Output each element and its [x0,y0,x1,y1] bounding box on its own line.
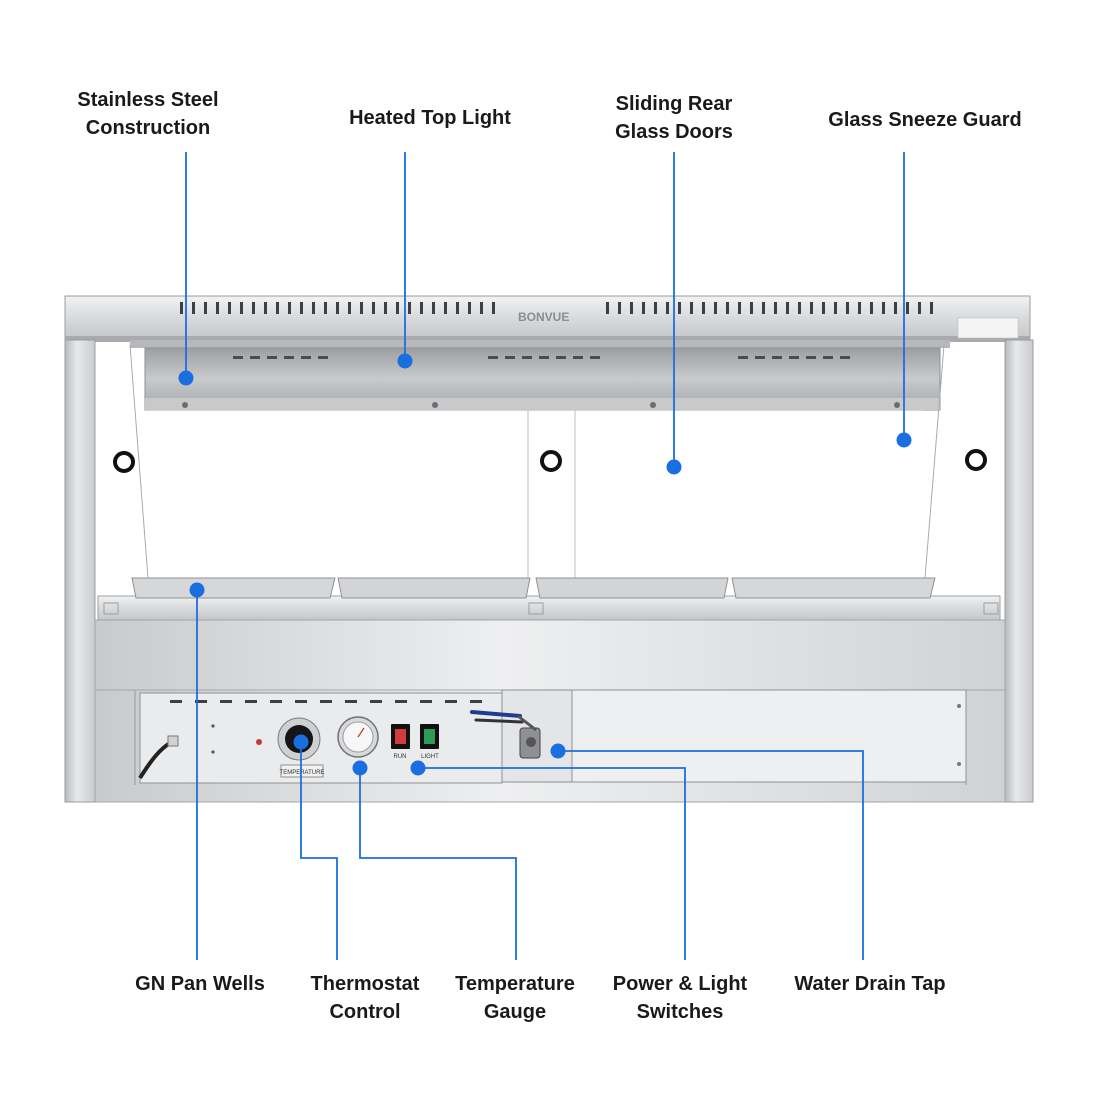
callout-dot-switches [410,760,426,776]
label-gn-pan-wells: GN Pan Wells [135,973,265,995]
run-switch-label: RUN [394,754,407,760]
callout-lines [185,152,905,960]
brand-logo: BONVUE [518,310,569,324]
callout-dot-sliding-doors [666,459,682,475]
control-panel: TEMPERATURE RUN LIGHT [138,692,503,784]
label-power-light-switches: Power & Light Switches [612,973,748,1023]
warning-sticker [957,317,1019,339]
label-water-drain-tap: Water Drain Tap [794,973,946,995]
callout-dot-gn-pan [189,582,205,598]
label-stainless-steel: Stainless Steel Construction [77,89,219,139]
callout-dot-gauge [352,760,368,776]
label-sliding-rear-doors: Sliding Rear Glass Doors [615,93,733,143]
thermostat-plate-label: TEMPERATURE [280,770,325,776]
glass-door-handles [113,449,987,473]
callout-line-thermostat [300,742,338,960]
glass-panels [129,344,945,579]
heated-lamp-bar [130,340,950,411]
run-switch[interactable] [391,724,410,749]
callout-line-gauge [359,768,517,960]
drain-compartment [501,689,967,783]
callout-dot-sneeze-guard [896,432,912,448]
temperature-gauge [337,716,379,758]
label-heated-top-light: Heated Top Light [349,107,511,129]
label-thermostat-control: Thermostat Control [310,973,420,1023]
right-post [1004,339,1034,803]
gn-pan-wells [97,577,1001,621]
callout-dot-drain [550,743,566,759]
callout-line-drain [558,750,864,960]
callout-dot-stainless [178,370,194,386]
canopy-vent-slots [180,302,933,314]
callout-dots [178,353,912,776]
top-canopy: BONVUE [64,295,1031,342]
callout-line-switches [418,767,686,960]
callout-dot-heated-light [397,353,413,369]
light-switch-label: LIGHT [421,754,439,760]
label-glass-sneeze-guard: Glass Sneeze Guard [828,109,1022,131]
callout-dot-thermostat [293,734,309,750]
label-temperature-gauge: Temperature Gauge [455,973,575,1023]
left-post [64,339,96,803]
light-switch[interactable] [420,724,439,749]
drain-tap[interactable] [470,710,541,759]
